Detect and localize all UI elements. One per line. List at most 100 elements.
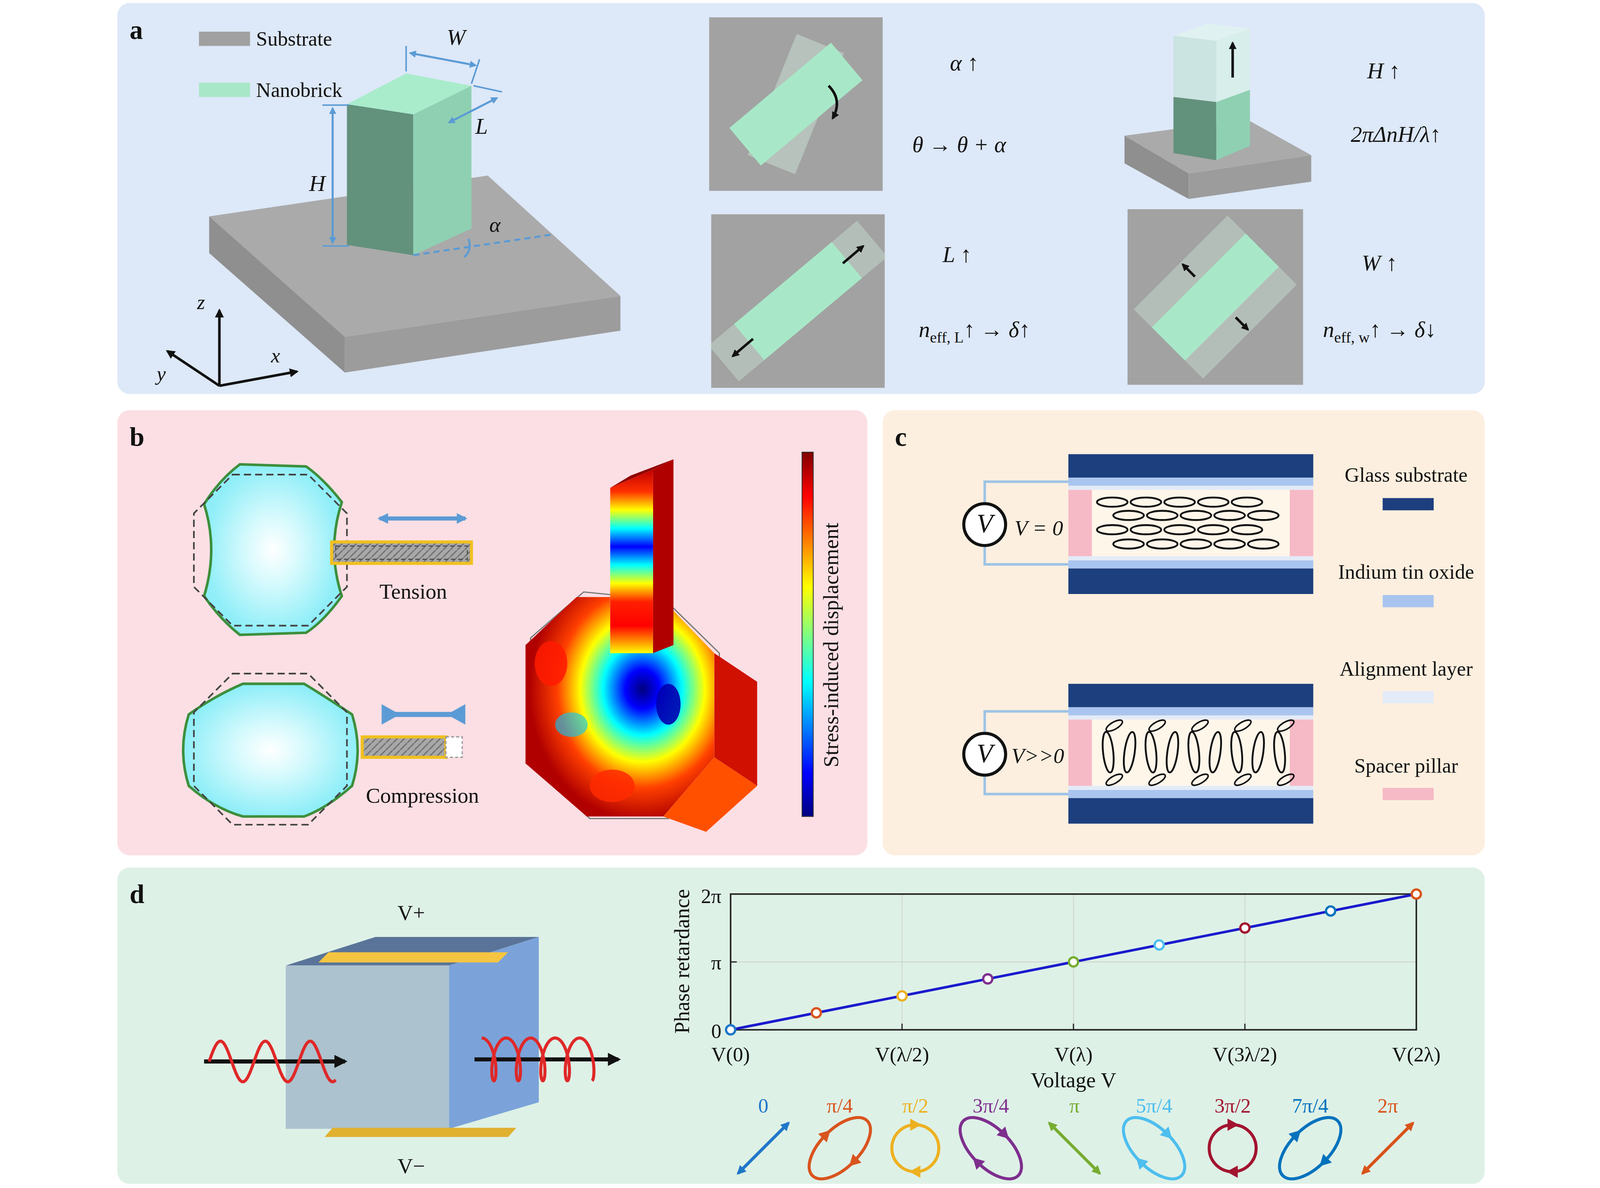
panel-letter: a	[129, 16, 1485, 46]
axis-z	[217, 310, 221, 386]
lc-molecule	[1121, 731, 1138, 773]
subscript: eff, L	[929, 328, 964, 346]
lc-molecule	[1231, 524, 1263, 535]
lc-molecule	[1190, 772, 1210, 788]
height-arrow	[1231, 42, 1234, 78]
alignment-layer	[1068, 785, 1314, 790]
nanobrick	[733, 242, 862, 361]
dimension-tick	[322, 245, 350, 247]
source-symbol: V	[976, 739, 993, 769]
panel-ground	[117, 410, 868, 856]
label: 0	[758, 1093, 769, 1117]
tension-arrow	[379, 516, 466, 521]
lc-molecule	[1113, 510, 1144, 521]
label: Tension	[379, 579, 448, 604]
label-group: neff, L↑ → δ↑	[918, 317, 1031, 346]
nanobrick-top	[347, 73, 472, 115]
label: H ↑	[1367, 59, 1401, 84]
alignment-layer	[1068, 556, 1314, 561]
lc-molecule	[1186, 731, 1202, 773]
polarization-ellipse	[891, 1124, 939, 1172]
polarization-ellipse	[1268, 1106, 1352, 1188]
retardance-line	[730, 893, 1417, 1030]
lc-molecule	[1247, 510, 1279, 521]
rotation-arrow	[828, 85, 838, 119]
lc-molecule	[1143, 731, 1159, 773]
axis-tick	[901, 1023, 903, 1030]
rotation-head	[844, 1153, 862, 1171]
rotation-head	[1159, 1126, 1177, 1143]
label: 3π/2	[1214, 1093, 1251, 1117]
compression-shape	[183, 683, 358, 817]
lc-molecule	[1231, 497, 1263, 507]
legend-label: Alignment layer	[1339, 656, 1474, 680]
label: V(0)	[711, 1042, 751, 1066]
data-marker	[983, 973, 993, 984]
glass-layer	[1068, 683, 1314, 707]
label: 0	[711, 1019, 722, 1042]
label: V(3λ/2)	[1212, 1042, 1278, 1066]
cube-front	[285, 965, 450, 1129]
fem-stem-side	[653, 459, 674, 654]
polarization-ellipse	[1209, 1124, 1257, 1172]
spacer	[1068, 719, 1092, 787]
label: 2π	[1377, 1093, 1398, 1117]
nanobrick-front	[1173, 96, 1217, 160]
label: W	[446, 25, 466, 50]
lc-molecule	[1233, 717, 1253, 734]
lc-molecule	[1113, 539, 1144, 549]
rod-travel	[445, 736, 463, 757]
label: π/4	[826, 1093, 853, 1117]
nanobrick-longer	[708, 220, 888, 381]
rod-outline	[335, 546, 468, 560]
nanobrick-taller	[1216, 28, 1251, 103]
label: W ↑	[1361, 251, 1398, 276]
polarization-glyph	[1362, 1122, 1413, 1173]
label: 2πΔnH/λ↑	[1350, 122, 1441, 147]
label: 5π/4	[1136, 1093, 1173, 1117]
rotation-head	[1227, 1118, 1239, 1131]
panel-ground	[882, 410, 1485, 856]
lc-molecule	[1207, 731, 1224, 773]
lc-molecule	[1214, 539, 1245, 549]
liquid-crystal	[1068, 719, 1314, 787]
label: x	[270, 343, 280, 367]
rotation-head	[1226, 1165, 1239, 1178]
label: L ↑	[942, 242, 972, 268]
label: V = 0	[1014, 516, 1064, 541]
source-symbol: V	[976, 510, 993, 540]
dimension-tick	[471, 59, 480, 84]
fem-stem	[610, 469, 654, 654]
undeformed-outline	[193, 474, 348, 626]
axis-tick	[1073, 1023, 1075, 1030]
label: V+	[397, 901, 425, 926]
legend-swatch	[1382, 594, 1435, 607]
axis-y	[167, 350, 220, 386]
spacer	[1068, 489, 1092, 557]
rotation-head	[1131, 1153, 1149, 1170]
nanobrick	[1151, 233, 1279, 361]
cube-side	[449, 936, 539, 1129]
circular-wave	[481, 1037, 594, 1081]
label: ↑ → δ↓	[1369, 316, 1437, 342]
wire	[984, 546, 1069, 565]
lc-molecule	[1164, 497, 1195, 507]
fem-minimum	[656, 683, 681, 725]
length-arrow	[842, 245, 864, 264]
label: V(λ)	[1054, 1042, 1093, 1066]
lc-molecule	[1130, 524, 1162, 535]
panel-b-art	[183, 452, 814, 832]
rotation-head	[1315, 1153, 1332, 1171]
lc-molecule	[1097, 497, 1128, 507]
data-marker	[1411, 889, 1421, 899]
width-arrow	[1182, 264, 1195, 277]
label: V−	[397, 1154, 425, 1179]
label: z	[197, 290, 206, 314]
polarization-ellipse	[798, 1106, 881, 1188]
label: V(λ/2)	[874, 1042, 930, 1066]
substrate-front	[344, 295, 621, 373]
compression-bar	[392, 711, 455, 717]
label: 7π/4	[1291, 1093, 1329, 1117]
